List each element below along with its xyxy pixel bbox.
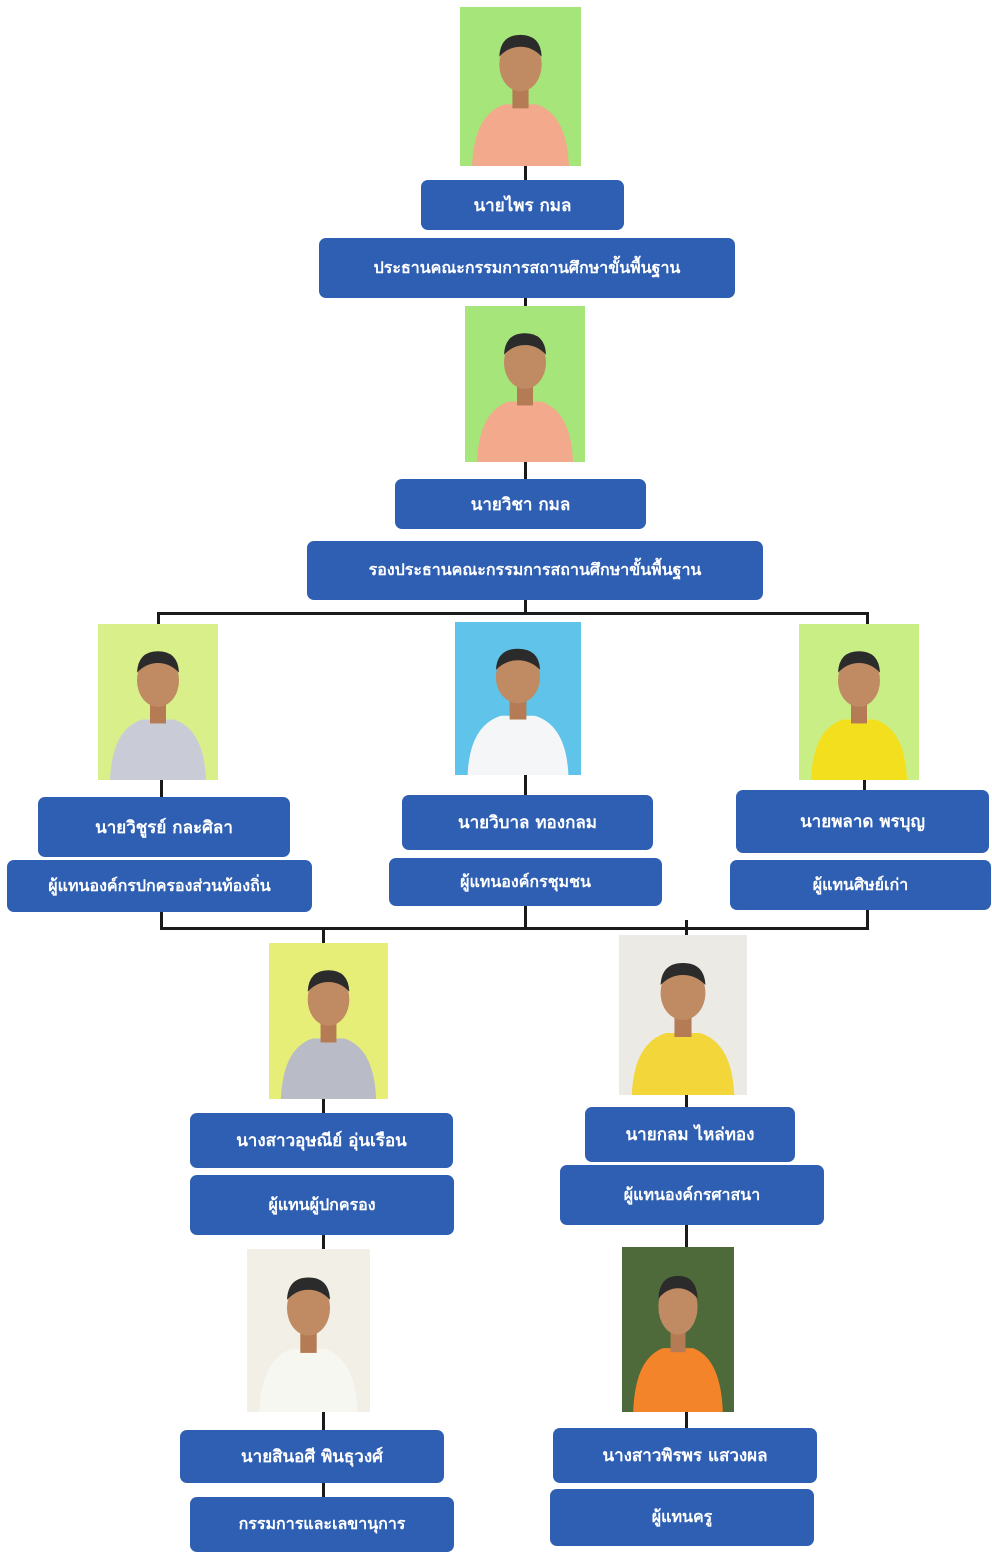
member-role-box: ผู้แทนผู้ปกครอง xyxy=(190,1175,454,1235)
connector-line xyxy=(322,1412,325,1430)
member-photo xyxy=(269,943,388,1099)
member-role-box: ประธานคณะกรรมการสถานศึกษาขั้นพื้นฐาน xyxy=(319,238,735,298)
member-name-box: นางสาวอุษณีย์ อุ่นเรือน xyxy=(190,1113,453,1168)
member-photo xyxy=(98,624,218,780)
portrait-graphic xyxy=(622,1247,734,1412)
portrait-graphic xyxy=(269,943,388,1099)
connector-line xyxy=(157,612,160,624)
connector-line xyxy=(160,780,163,797)
member-name-box: นายไพร กมล xyxy=(421,180,624,230)
portrait-graphic xyxy=(247,1249,370,1412)
portrait-graphic xyxy=(465,306,585,462)
member-role-box: ผู้แทนองค์กรศาสนา xyxy=(560,1165,824,1225)
member-role-box: รองประธานคณะกรรมการสถานศึกษาขั้นพื้นฐาน xyxy=(307,541,763,600)
portrait-graphic xyxy=(98,624,218,780)
connector-line xyxy=(524,298,527,306)
member-photo xyxy=(622,1247,734,1412)
member-name-box: นายสินอศี พินธุวงศ์ xyxy=(180,1430,444,1483)
connector-line xyxy=(524,462,527,479)
connector-line xyxy=(866,612,869,624)
connector-line xyxy=(322,1483,325,1497)
member-name-box: นางสาวพิรพร แสวงผล xyxy=(553,1428,817,1483)
member-name-box: นายวิบาล ทองกลม xyxy=(402,795,653,850)
member-name-box: นายวิชา กมล xyxy=(395,479,646,529)
member-role-box: ผู้แทนองค์กรชุมชน xyxy=(389,858,662,906)
connector-line xyxy=(524,775,527,795)
connector-line xyxy=(524,600,527,614)
member-name-box: นายพลาด พรบุญ xyxy=(736,790,989,853)
connector-line xyxy=(863,780,866,797)
member-role-box: ผู้แทนศิษย์เก่า xyxy=(730,860,991,910)
member-photo xyxy=(799,624,919,780)
portrait-graphic xyxy=(460,7,581,166)
connector-line xyxy=(685,1225,688,1247)
member-photo xyxy=(460,7,581,166)
portrait-graphic xyxy=(455,622,581,775)
member-photo xyxy=(455,622,581,775)
portrait-graphic xyxy=(619,935,747,1095)
connector-line xyxy=(524,906,527,929)
member-photo xyxy=(247,1249,370,1412)
connector-line xyxy=(685,1095,688,1107)
connector-line xyxy=(160,912,163,929)
connector-line xyxy=(160,927,869,930)
member-photo xyxy=(465,306,585,462)
member-photo xyxy=(619,935,747,1095)
member-name-box: นายกลม ไหล่ทอง xyxy=(585,1107,795,1162)
connector-line xyxy=(157,612,868,615)
member-name-box: นายวิชูรย์ กละศิลา xyxy=(38,797,290,857)
portrait-graphic xyxy=(799,624,919,780)
member-role-box: กรรมการและเลขานุการ xyxy=(190,1497,454,1552)
connector-line xyxy=(685,920,688,935)
member-role-box: ผู้แทนองค์กรปกครองส่วนท้องถิ่น xyxy=(7,860,312,912)
connector-line xyxy=(524,166,527,180)
connector-line xyxy=(866,910,869,929)
member-role-box: ผู้แทนครู xyxy=(550,1489,814,1546)
connector-line xyxy=(322,1235,325,1249)
connector-line xyxy=(685,1412,688,1428)
